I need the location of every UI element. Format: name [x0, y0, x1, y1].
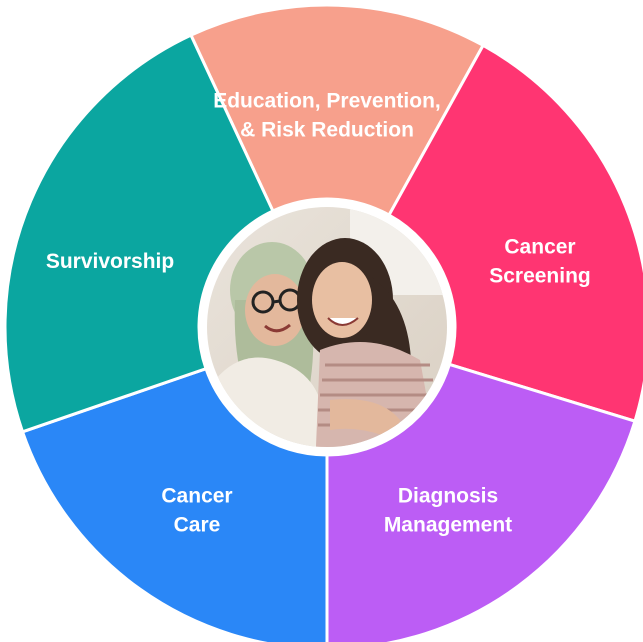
segment-label-line: Education, Prevention,: [213, 89, 441, 112]
segment-label-line: Diagnosis: [398, 484, 498, 507]
segment-label-education: Education, Prevention, & Risk Reduction: [213, 89, 441, 141]
segment-label-survivorship: Survivorship: [46, 250, 174, 273]
segment-label-line: & Risk Reduction: [240, 118, 414, 141]
segment-label-line: Cancer: [504, 235, 575, 258]
segment-label-line: Care: [174, 513, 221, 536]
segment-label-line: Management: [384, 513, 512, 536]
segment-label-line: Screening: [489, 264, 591, 287]
segment-label-line: Survivorship: [46, 250, 174, 273]
wheel-labels: Education, Prevention, & Risk ReductionCa…: [46, 89, 591, 536]
segment-label-line: Cancer: [161, 484, 232, 507]
